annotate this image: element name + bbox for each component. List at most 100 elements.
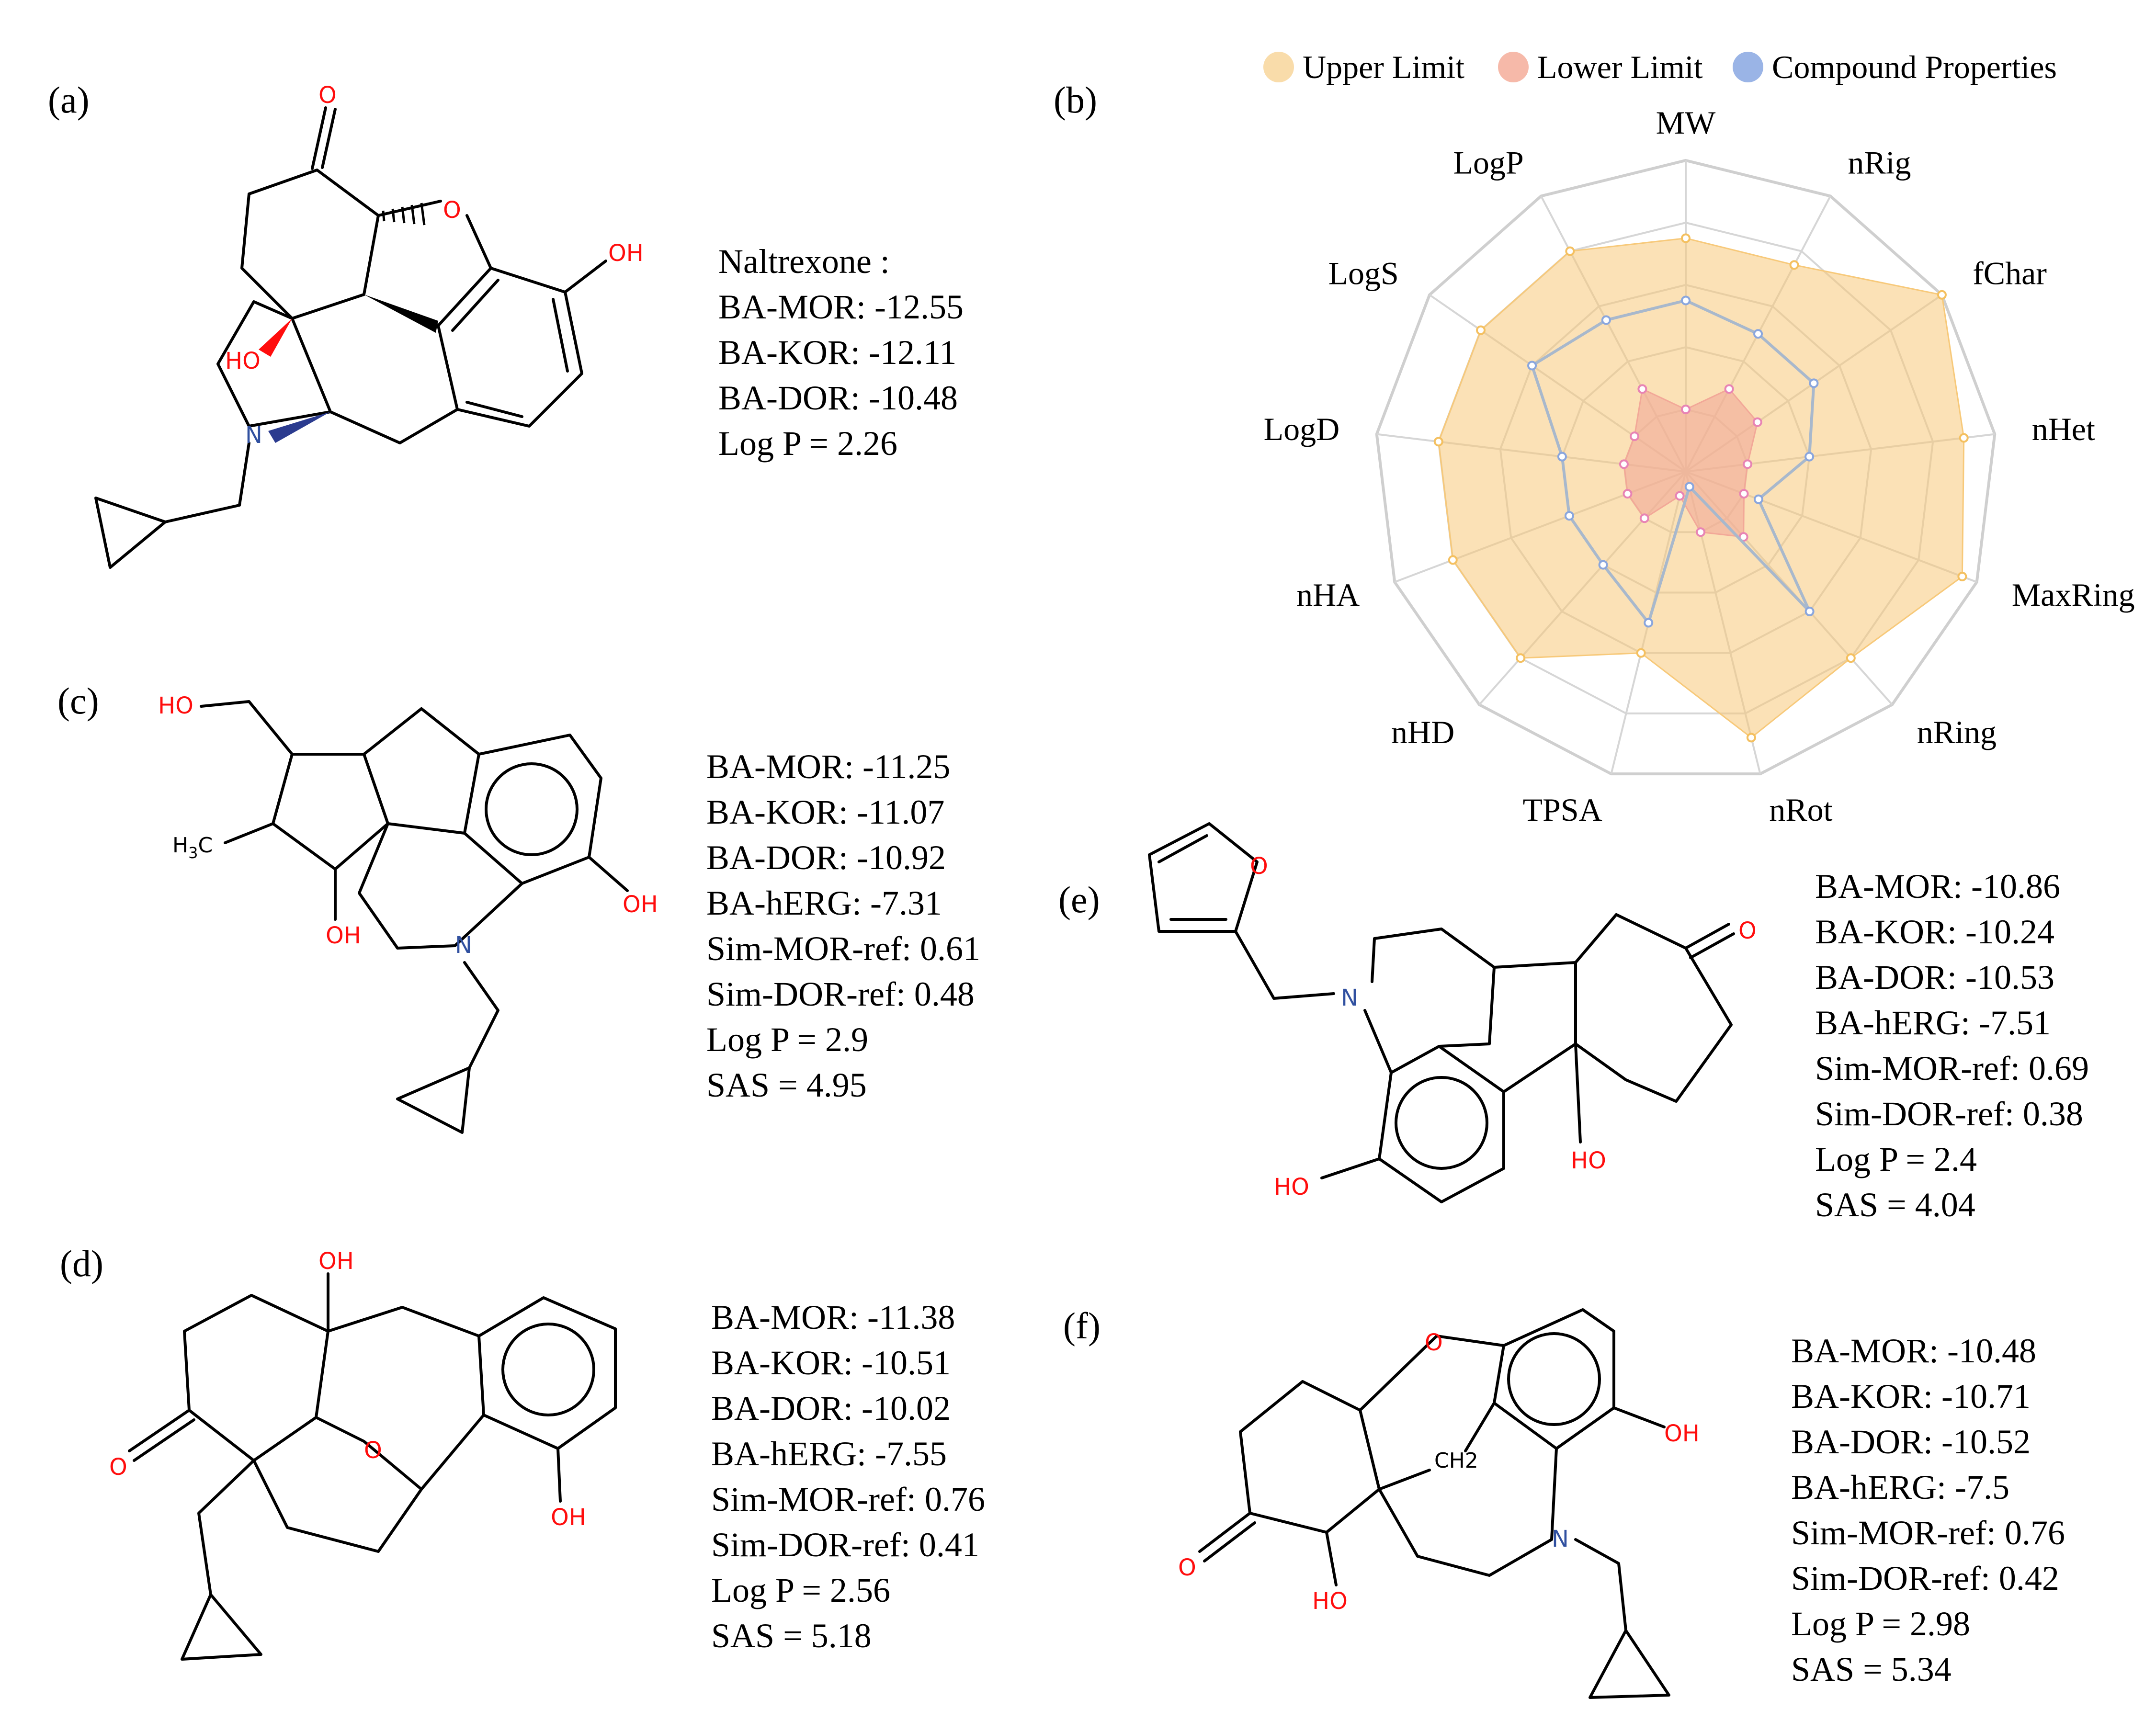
- atom-label: OH: [623, 891, 658, 918]
- prop-line: BA-KOR: -10.24: [1815, 913, 2054, 951]
- compound-f-structure: O OH CH2 N O HO: [1178, 1308, 1700, 1699]
- radar-point: [1959, 433, 1969, 443]
- panel-b-label: (b): [1054, 79, 1097, 121]
- atom-label: O: [1738, 917, 1757, 944]
- legend-swatch: [1498, 52, 1529, 82]
- atom-label: O: [1250, 853, 1268, 880]
- prop-line: Sim-DOR-ref: 0.42: [1791, 1559, 2059, 1597]
- prop-line: BA-MOR: -10.48: [1791, 1332, 2036, 1370]
- prop-line: Sim-MOR-ref: 0.69: [1815, 1049, 2089, 1087]
- radar-point: [1598, 560, 1608, 570]
- radar-point: [1644, 618, 1654, 628]
- panel-a-label: (a): [48, 79, 90, 121]
- atom-label: O: [1178, 1554, 1196, 1581]
- legend-label: Upper Limit: [1303, 49, 1464, 85]
- panel-a-properties: Naltrexone : BA-MOR: -12.55 BA-KOR: -12.…: [718, 242, 964, 463]
- radar-point: [1809, 378, 1819, 388]
- radar-series: [1433, 233, 1969, 743]
- radar-point: [1681, 405, 1691, 414]
- radar-axis-labels: MWnRigfCharnHetMaxRingnRingnRotTPSAnHDnH…: [1264, 104, 2135, 828]
- radar-point: [1637, 384, 1647, 394]
- atom-label: HO: [158, 692, 193, 719]
- panel-d: (d) OH O O OH BA-MOR:: [60, 1243, 985, 1661]
- prop-line: BA-DOR: -10.92: [706, 838, 946, 877]
- radar-axis-label: MaxRing: [2012, 577, 2135, 613]
- radar-axis-label: fChar: [1973, 255, 2047, 291]
- atom-label: HO: [225, 348, 261, 374]
- radar-point: [1957, 571, 1967, 581]
- prop-line: Sim-MOR-ref: 0.76: [711, 1480, 985, 1518]
- prop-line: Log P = 2.98: [1791, 1605, 1970, 1643]
- prop-line: BA-MOR: -11.25: [706, 747, 950, 786]
- prop-line: BA-hERG: -7.51: [1815, 1004, 2051, 1042]
- prop-line: Sim-DOR-ref: 0.38: [1815, 1095, 2083, 1133]
- radar-point: [1639, 513, 1649, 523]
- prop-line: SAS = 5.34: [1791, 1650, 1952, 1688]
- radar-point: [1752, 417, 1762, 427]
- panel-f: (f) O OH CH2 N: [1063, 1305, 2065, 1699]
- atom-label: O: [109, 1454, 127, 1481]
- atom-label: N: [455, 932, 472, 959]
- radar-point: [1846, 653, 1856, 663]
- prop-line: SAS = 4.95: [706, 1066, 867, 1104]
- prop-line: BA-DOR: -10.53: [1815, 958, 2054, 996]
- panel-c: (c) HO H3C OH N OH: [57, 680, 980, 1134]
- prop-line: BA-DOR: -10.48: [718, 379, 958, 417]
- radar-point: [1564, 511, 1574, 521]
- atom-label: OH: [326, 922, 361, 949]
- radar-series-2: [1530, 299, 1816, 626]
- prop-line: Log P = 2.4: [1815, 1140, 1977, 1178]
- radar-point: [1743, 459, 1753, 469]
- atom-label: HO: [1274, 1174, 1309, 1200]
- radar-point: [1681, 295, 1691, 306]
- panel-c-properties: BA-MOR: -11.25 BA-KOR: -11.07 BA-DOR: -1…: [706, 747, 980, 1104]
- prop-line: Log P = 2.26: [718, 424, 897, 463]
- panel-f-label: (f): [1063, 1305, 1101, 1347]
- panel-a: (a): [48, 79, 964, 569]
- radar-point: [1753, 329, 1763, 339]
- prop-line: Log P = 2.56: [711, 1571, 890, 1609]
- atom-label: HO: [1312, 1588, 1348, 1615]
- atom-label: N: [1552, 1526, 1569, 1552]
- panel-e: (e) O N O HO: [1058, 822, 2089, 1224]
- radar-point: [1753, 494, 1763, 504]
- legend-label: Compound Properties: [1772, 49, 2057, 85]
- panel-d-properties: BA-MOR: -11.38 BA-KOR: -10.51 BA-DOR: -1…: [711, 1298, 985, 1655]
- prop-line: BA-KOR: -10.51: [711, 1344, 951, 1382]
- atom-label: OH: [1664, 1420, 1700, 1447]
- atom-label: H3C: [172, 833, 213, 862]
- legend-swatch: [1263, 52, 1294, 82]
- radar-axis-label: nRot: [1769, 792, 1832, 828]
- radar-point: [1476, 325, 1486, 335]
- panel-c-label: (c): [57, 680, 99, 722]
- prop-line: BA-MOR: -10.86: [1815, 867, 2060, 906]
- prop-line: BA-DOR: -10.02: [711, 1389, 951, 1427]
- radar-point: [1433, 437, 1443, 447]
- radar-point: [1937, 290, 1947, 300]
- naltrexone-structure: O O OH HO N: [94, 82, 644, 569]
- atom-label: CH2: [1434, 1449, 1478, 1473]
- radar-point: [1675, 491, 1685, 501]
- atom-label: N: [245, 422, 262, 449]
- prop-line: BA-hERG: -7.55: [711, 1435, 947, 1473]
- radar-point: [1681, 233, 1691, 243]
- atom-label: O: [318, 82, 337, 109]
- panel-f-properties: BA-MOR: -10.48 BA-KOR: -10.71 BA-DOR: -1…: [1791, 1332, 2065, 1688]
- radar-series-1: [1623, 388, 1759, 538]
- prop-line: SAS = 5.18: [711, 1617, 872, 1655]
- panel-e-label: (e): [1058, 879, 1100, 920]
- radar-point: [1746, 733, 1756, 743]
- radar-point: [1448, 555, 1458, 565]
- prop-line: Sim-DOR-ref: 0.41: [711, 1526, 979, 1564]
- prop-line: BA-MOR: -11.38: [711, 1298, 955, 1336]
- atom-label: HO: [1571, 1147, 1606, 1174]
- compound-e-structure: O N O HO HO: [1148, 822, 1757, 1203]
- prop-line: BA-MOR: -12.55: [718, 288, 964, 326]
- prop-line: BA-KOR: -11.07: [706, 793, 944, 831]
- radar-point: [1636, 648, 1646, 658]
- prop-line: Log P = 2.9: [706, 1020, 868, 1059]
- radar-axis-label: nHet: [2032, 411, 2095, 447]
- compound-c-structure: HO H3C OH N OH: [158, 692, 658, 1134]
